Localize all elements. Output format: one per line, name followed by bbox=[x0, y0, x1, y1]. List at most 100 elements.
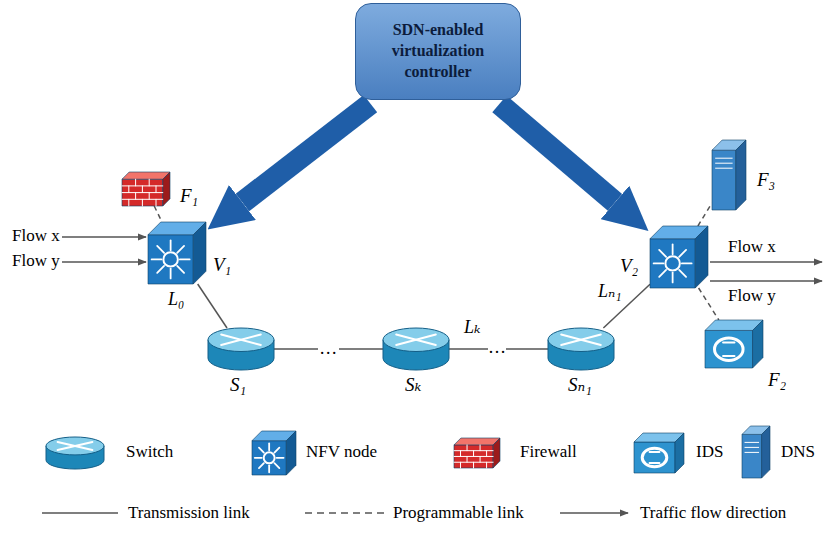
icon-mark bbox=[268, 465, 270, 472]
icon-mark bbox=[486, 451, 487, 457]
icon-side bbox=[675, 433, 684, 473]
node-label: F₁ bbox=[180, 186, 198, 207]
icon-side bbox=[695, 226, 708, 288]
icon-group bbox=[383, 328, 449, 370]
icon-mark bbox=[135, 179, 136, 186]
icon-mark bbox=[665, 256, 679, 270]
switch-node: Sₖ bbox=[383, 328, 449, 370]
icon-mark bbox=[723, 355, 734, 357]
legend-text: NFV node bbox=[306, 442, 377, 462]
nfv-legend-icon bbox=[252, 431, 296, 475]
icon-group bbox=[712, 140, 746, 210]
icon-group bbox=[705, 320, 763, 368]
icon-mark bbox=[480, 456, 481, 462]
legend-icons bbox=[46, 426, 770, 478]
node-label: V₂ bbox=[620, 256, 638, 277]
firewall-legend-icon bbox=[454, 438, 500, 468]
icon-mark bbox=[221, 334, 261, 345]
icon-mark bbox=[745, 442, 759, 443]
icon-top bbox=[454, 438, 500, 445]
ellipsis-mark: … bbox=[488, 337, 506, 358]
icon-mark bbox=[277, 457, 284, 459]
flow-label: Flow x bbox=[728, 237, 776, 257]
icon-front bbox=[252, 441, 286, 475]
switch-node: S₁ bbox=[208, 328, 274, 370]
icon-side bbox=[193, 222, 206, 284]
icon-mark bbox=[480, 445, 481, 451]
icon-mark bbox=[156, 186, 157, 193]
icon-mark bbox=[650, 451, 660, 453]
icon-mark bbox=[396, 334, 436, 345]
icon-mark bbox=[142, 186, 143, 193]
icon-side bbox=[493, 438, 500, 468]
dns-icon bbox=[712, 140, 746, 210]
flow-label: Flow y bbox=[728, 286, 776, 306]
icon-mark bbox=[274, 448, 279, 453]
flow-label: Flow y bbox=[12, 251, 60, 271]
control-arrow bbox=[242, 104, 370, 203]
icon-mark bbox=[460, 451, 461, 457]
icon-mark bbox=[264, 452, 275, 463]
icon-mark bbox=[723, 341, 734, 343]
icon-mark bbox=[128, 199, 129, 206]
link-label: … bbox=[318, 339, 338, 359]
icon-front bbox=[148, 235, 193, 284]
icon-front bbox=[634, 442, 675, 473]
switch-top bbox=[46, 437, 104, 455]
icon-mark bbox=[460, 462, 461, 468]
legend-dashed-line bbox=[305, 512, 385, 514]
legend-text: Traffic flow direction bbox=[640, 503, 786, 523]
legend-solid-line bbox=[42, 512, 118, 514]
icon-mark bbox=[679, 250, 686, 257]
flow-arrow bbox=[62, 261, 146, 263]
icon-front bbox=[122, 179, 163, 206]
icon-mark bbox=[163, 252, 177, 266]
flow-arrow bbox=[710, 280, 822, 282]
firewall-node: F₁ bbox=[122, 172, 170, 206]
icon-top bbox=[122, 172, 170, 179]
icon-group bbox=[650, 226, 708, 288]
icon-front bbox=[705, 330, 753, 368]
ids-node: F₂ bbox=[705, 320, 763, 368]
icon-mark bbox=[745, 447, 759, 448]
legend-text: Switch bbox=[126, 442, 173, 462]
icon-mark bbox=[745, 452, 759, 453]
icon-mark bbox=[561, 334, 601, 345]
icon-mark bbox=[650, 462, 660, 464]
icon-mark bbox=[157, 266, 164, 273]
icon-mark bbox=[561, 334, 601, 345]
switch-top bbox=[208, 328, 274, 352]
icon-mark bbox=[467, 445, 468, 451]
icon-front bbox=[742, 434, 762, 478]
icon-mark bbox=[473, 451, 474, 457]
icon-mark bbox=[128, 186, 129, 193]
nfv-node: V₁ bbox=[148, 222, 206, 284]
ids-icon bbox=[705, 320, 763, 368]
flow-arrow bbox=[62, 236, 146, 238]
icon-mark bbox=[149, 193, 150, 200]
link-label: L₀ bbox=[166, 290, 186, 310]
programmable-link bbox=[698, 203, 712, 226]
icon-mark bbox=[58, 442, 93, 450]
node-label: Sₙ₁ bbox=[568, 375, 592, 396]
control-arrow bbox=[499, 104, 615, 203]
programmable-link bbox=[699, 288, 719, 320]
controller-title: SDN-enabled virtualization controller bbox=[364, 20, 512, 82]
legend-text: IDS bbox=[696, 442, 723, 462]
legend-text: Firewall bbox=[520, 442, 577, 462]
legend-text: Programmable link bbox=[393, 503, 524, 523]
icon-mark bbox=[177, 266, 184, 273]
icon-mark bbox=[259, 448, 264, 453]
legend-text: DNS bbox=[781, 442, 815, 462]
nfv-node: V₂ bbox=[650, 226, 708, 288]
firewall-icon bbox=[122, 172, 170, 206]
dns-node: F₃ bbox=[712, 140, 746, 210]
icon-mark bbox=[716, 168, 733, 169]
icon-mark bbox=[473, 462, 474, 468]
nfv-icon bbox=[148, 222, 206, 284]
icon-mark bbox=[679, 270, 686, 277]
icon-mark bbox=[467, 456, 468, 462]
legend-text: Transmission link bbox=[128, 503, 250, 523]
node-label: V₁ bbox=[213, 255, 231, 276]
